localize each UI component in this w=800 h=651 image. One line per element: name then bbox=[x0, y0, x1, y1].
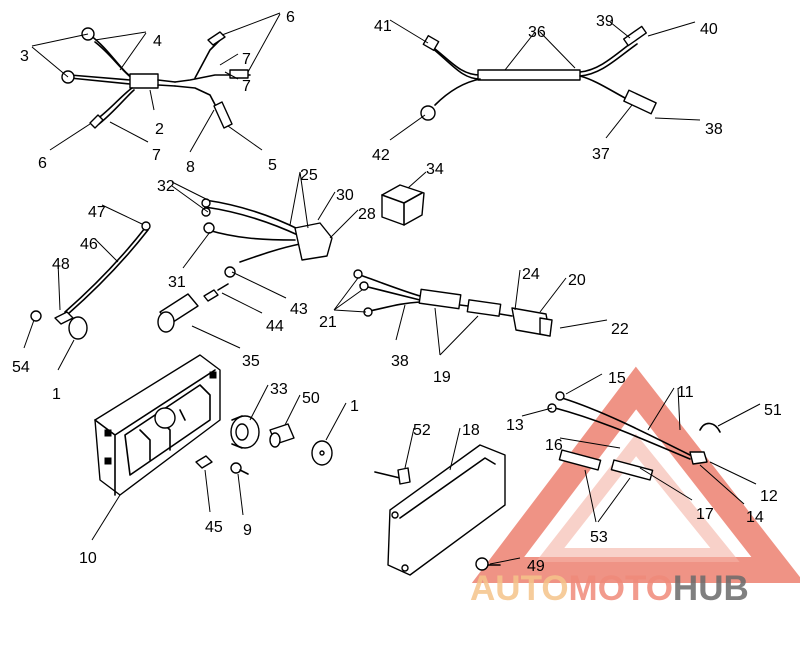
callout-label: 7 bbox=[242, 51, 251, 68]
callout-label: 24 bbox=[522, 266, 540, 283]
callout-label: 32 bbox=[157, 178, 175, 195]
callout-label: 18 bbox=[462, 422, 480, 439]
callout-label: 10 bbox=[79, 550, 97, 567]
watermark-letter: O bbox=[598, 569, 625, 608]
callout-label: 53 bbox=[590, 529, 608, 546]
watermark-logo bbox=[471, 366, 800, 583]
callout-label: 52 bbox=[413, 422, 431, 439]
housing-10 bbox=[94, 354, 221, 496]
callout-label: 43 bbox=[290, 301, 308, 318]
callout-label: 4 bbox=[153, 33, 162, 50]
washer-1 bbox=[311, 440, 333, 466]
harness-25 bbox=[201, 198, 333, 278]
callout-label: 3 bbox=[20, 48, 29, 65]
callout-label: 25 bbox=[300, 167, 318, 184]
callout-label: 7 bbox=[152, 147, 161, 164]
callout-label: 48 bbox=[52, 256, 70, 273]
callout-label: 36 bbox=[528, 24, 546, 41]
callout-label: 9 bbox=[243, 522, 252, 539]
callout-label: 13 bbox=[506, 417, 524, 434]
watermark-letter: U bbox=[495, 569, 520, 608]
callout-label: 2 bbox=[155, 121, 164, 138]
callout-label: 16 bbox=[545, 437, 563, 454]
harness-36 bbox=[420, 25, 657, 121]
callout-label: 12 bbox=[760, 488, 778, 505]
callout-label: 34 bbox=[426, 161, 444, 178]
callout-label: 33 bbox=[270, 381, 288, 398]
callout-label: 45 bbox=[205, 519, 223, 536]
leader-lines bbox=[23, 12, 761, 565]
screw-49 bbox=[475, 557, 501, 571]
callout-label: 40 bbox=[700, 21, 718, 38]
harness-19 bbox=[353, 269, 553, 337]
callout-label: 46 bbox=[80, 236, 98, 253]
callout-label: 47 bbox=[88, 204, 106, 221]
callout-label: 41 bbox=[374, 18, 392, 35]
watermark-letter: U bbox=[698, 569, 723, 608]
watermark-letter: T bbox=[521, 569, 542, 608]
callout-label: 51 bbox=[764, 402, 782, 419]
watermark-letter: B bbox=[723, 569, 748, 608]
callout-label: 1 bbox=[350, 398, 359, 415]
fuse-holder-35 bbox=[157, 283, 229, 333]
callout-label: 5 bbox=[268, 157, 277, 174]
callout-label: 20 bbox=[568, 272, 586, 289]
relay-34 bbox=[381, 184, 425, 226]
callout-label: 7 bbox=[242, 78, 251, 95]
callout-label: 39 bbox=[596, 13, 614, 30]
clip-45 bbox=[195, 455, 213, 469]
callout-label: 11 bbox=[677, 384, 694, 401]
callout-label: 15 bbox=[608, 370, 626, 387]
screw-9 bbox=[230, 462, 249, 475]
callout-label: 54 bbox=[12, 359, 30, 376]
watermark-letter: H bbox=[673, 569, 698, 608]
watermark-letter: O bbox=[541, 569, 568, 608]
callout-label: 38 bbox=[705, 121, 723, 138]
callout-label: 6 bbox=[286, 9, 295, 26]
callout-label: 38 bbox=[391, 353, 409, 370]
watermark-letter: M bbox=[569, 569, 598, 608]
screw-52 bbox=[374, 467, 411, 485]
callout-label: 6 bbox=[38, 155, 47, 172]
ground-strap-46 bbox=[30, 221, 151, 340]
watermark-letter: A bbox=[470, 569, 495, 608]
callout-label: 22 bbox=[611, 321, 629, 338]
callout-label: 42 bbox=[372, 147, 390, 164]
callout-label: 30 bbox=[336, 187, 354, 204]
harness-2 bbox=[61, 27, 251, 129]
cover-18 bbox=[387, 444, 506, 576]
callout-label: 14 bbox=[746, 509, 764, 526]
callout-label: 31 bbox=[168, 274, 186, 291]
callout-label: 28 bbox=[358, 206, 376, 223]
watermark-letter: T bbox=[625, 569, 646, 608]
bushing-50 bbox=[269, 423, 295, 448]
harness-11 bbox=[547, 391, 721, 481]
callout-label: 50 bbox=[302, 390, 320, 407]
callout-label: 37 bbox=[592, 146, 610, 163]
watermark-letter: O bbox=[646, 569, 673, 608]
callout-label: 19 bbox=[433, 369, 451, 386]
callout-label: 49 bbox=[527, 558, 545, 575]
callout-label: 17 bbox=[696, 506, 714, 523]
callout-label: 1 bbox=[52, 386, 61, 403]
callout-label: 35 bbox=[242, 353, 260, 370]
callout-label: 21 bbox=[319, 314, 337, 331]
callout-label: 44 bbox=[266, 318, 284, 335]
grommet-33 bbox=[230, 415, 260, 449]
watermark-text: AUTOMOTOHUB bbox=[470, 569, 749, 608]
callout-label: 8 bbox=[186, 159, 195, 176]
